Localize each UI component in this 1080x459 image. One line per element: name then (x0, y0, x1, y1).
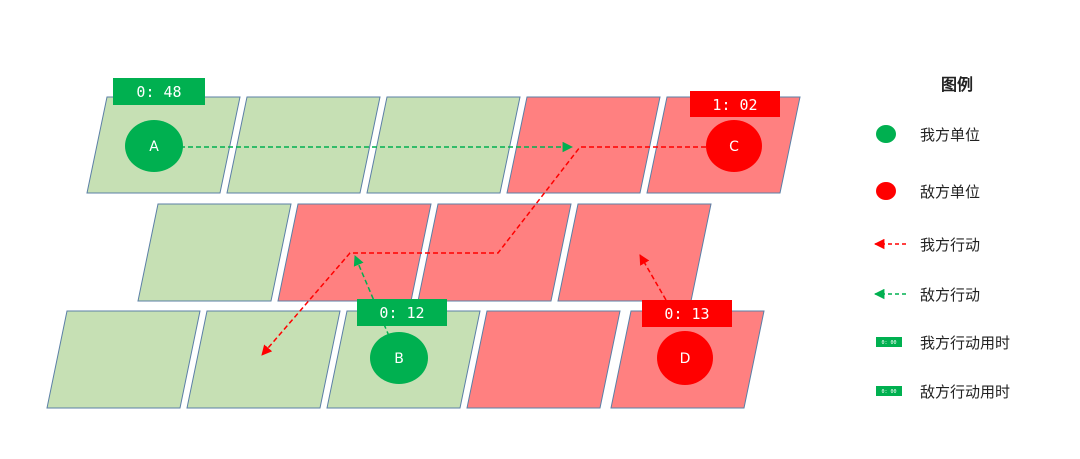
unit-c[interactable]: 1: 02 C (690, 91, 780, 172)
tile-r1-c3[interactable] (366, 96, 521, 194)
legend-ally-time-label: 我方行动用时 (920, 334, 1010, 352)
action-path-c (261, 146, 706, 356)
legend-enemy-time-label: 敌方行动用时 (920, 383, 1010, 401)
legend-ally-unit-label: 我方单位 (920, 126, 980, 144)
timer-d-box (642, 300, 732, 327)
unit-c-label: C (729, 139, 739, 155)
action-path-d (639, 254, 667, 301)
unit-d-label: D (680, 351, 691, 367)
unit-a-label: A (149, 139, 159, 155)
unit-b[interactable]: 0: 12 B (357, 299, 447, 384)
timer-b: 0: 12 (379, 304, 424, 322)
legend-enemy-time-icon-text: 0: 00 (881, 389, 896, 395)
legend-enemy-time-icon (876, 386, 902, 396)
tile-r3-c1[interactable] (46, 310, 201, 409)
unit-d-marker (657, 331, 713, 385)
tile-r2-c3[interactable] (417, 203, 572, 302)
legend-title: 图例 (941, 75, 973, 94)
unit-a[interactable]: 0: 48 A (113, 78, 205, 172)
legend-ally-time-icon (876, 337, 902, 347)
tile-r1-c2[interactable] (226, 96, 381, 194)
timer-c-box (690, 91, 780, 117)
tile-row-2 (137, 203, 712, 302)
timer-b-box (357, 299, 447, 326)
legend-ally-time-icon-text: 0: 00 (881, 340, 896, 346)
legend-enemy-unit-label: 敌方单位 (920, 183, 980, 201)
timer-a-box (113, 78, 205, 105)
tile-r2-c4[interactable] (557, 203, 712, 302)
timer-a: 0: 48 (136, 83, 181, 101)
unit-a-marker (125, 120, 183, 172)
tile-r1-c4[interactable] (506, 96, 661, 194)
tile-r3-c2[interactable] (186, 310, 341, 409)
legend-enemy-action-label: 敌方行动 (920, 286, 980, 304)
timer-c: 1: 02 (712, 96, 757, 114)
unit-b-marker (370, 332, 428, 384)
legend: 图例 我方单位 敌方单位 我方行动 敌方行动 0: 00 我方行动用时 0: 0… (873, 75, 1010, 401)
unit-b-label: B (394, 351, 404, 367)
legend-ally-unit-icon (876, 125, 896, 143)
legend-enemy-unit-icon (876, 182, 896, 200)
timer-d: 0: 13 (664, 305, 709, 323)
action-path-b (353, 255, 390, 337)
legend-ally-action-label: 我方行动 (920, 236, 980, 254)
unit-c-marker (706, 120, 762, 172)
tile-r3-c4[interactable] (466, 310, 621, 409)
unit-d[interactable]: 0: 13 D (642, 300, 732, 385)
tile-r2-c1[interactable] (137, 203, 292, 302)
